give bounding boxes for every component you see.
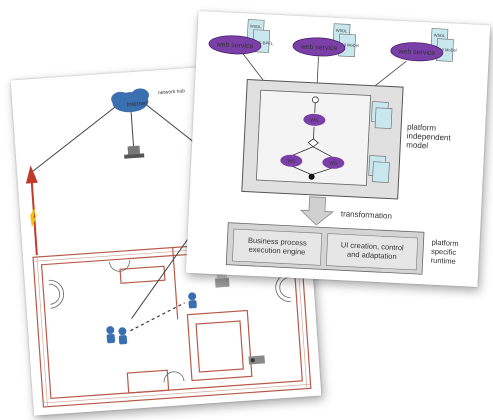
runtime-box-1 xyxy=(232,228,323,266)
transformation-label: transformation xyxy=(341,209,393,220)
web-service-2: WSDL UI MoDel web service xyxy=(292,23,359,58)
process-flow xyxy=(290,102,334,176)
ws-node-label: WS xyxy=(287,159,296,165)
link-left xyxy=(32,106,116,172)
web-service-label: web service xyxy=(397,48,435,57)
end-node xyxy=(308,173,315,180)
start-node xyxy=(311,96,319,104)
projector-icon xyxy=(248,355,265,365)
architecture-card: WSDL WS-BPEL web service WSDL UI MoDel w… xyxy=(185,11,491,287)
wsdl-label: WSDL xyxy=(336,28,349,34)
runtime-box-2 xyxy=(325,233,419,271)
platform-independent-label: platformindependentmodel xyxy=(406,122,452,151)
doc-label: UI MoDel xyxy=(440,47,457,53)
user-icon xyxy=(188,292,197,309)
runtime-box-1-label: Business processexecution engine xyxy=(247,236,307,257)
runtime-box-2-label: UI creation, controland adaptation xyxy=(340,240,404,261)
cloud-icon xyxy=(111,88,149,113)
antenna-icon xyxy=(25,165,38,256)
platform-specific-label: platformspecificruntime xyxy=(430,238,458,266)
doc-label: WS-BPEL xyxy=(255,40,274,46)
web-service-3: WSDL UI MoDel web service xyxy=(390,28,457,62)
ws-node xyxy=(322,156,345,169)
ws-node xyxy=(303,113,326,126)
building-walls xyxy=(32,237,312,408)
transformation-arrow xyxy=(299,196,335,226)
wsdl-label: WSDL xyxy=(250,24,263,30)
doc-label: UI MoDel xyxy=(342,42,359,48)
web-service-label: web service xyxy=(299,43,337,52)
gateway-node xyxy=(307,138,319,148)
ws-node xyxy=(280,154,303,167)
printer-icon xyxy=(214,273,230,288)
cloud-label: Internet xyxy=(126,101,147,108)
router-icon xyxy=(124,145,145,159)
web-service-1: WSDL WS-BPEL web service xyxy=(208,19,274,55)
link-down xyxy=(130,112,135,147)
web-service-label: web service xyxy=(215,41,253,50)
architecture-diagram: WSDL WS-BPEL web service WSDL UI MoDel w… xyxy=(208,19,459,275)
user-icon xyxy=(106,326,128,345)
ws-node-label: WS xyxy=(310,118,319,124)
cloud-note: network hub xyxy=(158,88,186,96)
side-documents xyxy=(368,101,393,183)
wsdl-label: WSDL xyxy=(434,33,447,39)
ws-node-label: WS xyxy=(329,161,338,167)
movement-arrow xyxy=(130,302,185,332)
service-connectors xyxy=(242,52,407,87)
